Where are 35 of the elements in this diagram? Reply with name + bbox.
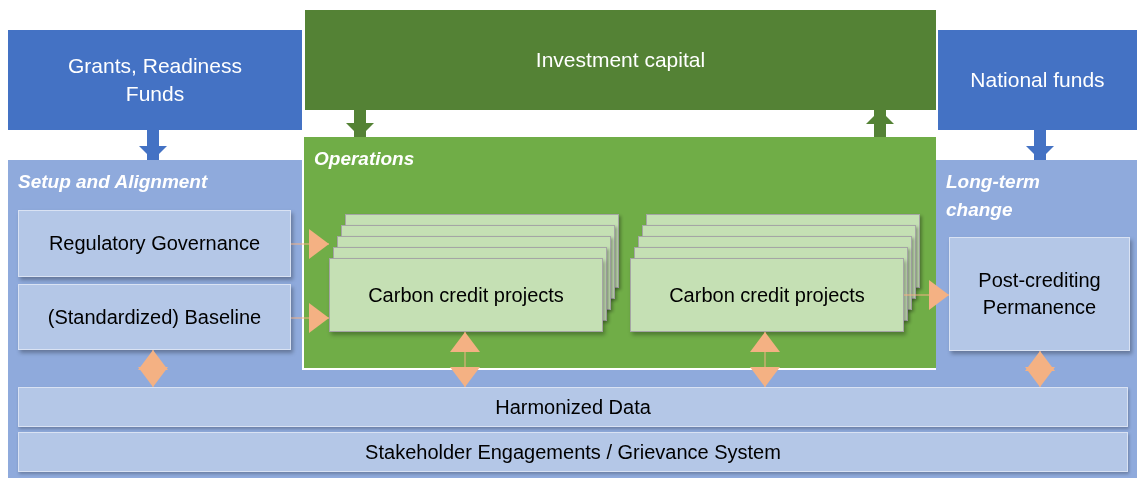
process-box — [949, 237, 1130, 351]
node-label: Regulatory Governance — [48, 231, 261, 256]
panel-title: Long-term change — [946, 170, 1041, 222]
arrow — [290, 229, 330, 259]
process-box — [18, 210, 291, 277]
arrow — [290, 303, 330, 333]
panel-title: Setup and Alignment — [18, 170, 208, 194]
funding-box — [938, 30, 1137, 130]
node-label: Stakeholder Engagements / Grievance System — [365, 439, 781, 465]
layer-bar — [18, 432, 1128, 472]
project-card — [329, 258, 603, 332]
arrow — [139, 130, 167, 160]
node-label: Investment capital — [535, 46, 706, 73]
arrow — [750, 331, 780, 388]
panel-title: Operations — [314, 147, 415, 171]
operations-panel — [304, 137, 936, 368]
funding-box — [8, 30, 302, 130]
node-label: National funds — [970, 66, 1105, 93]
process-box — [18, 284, 291, 350]
node-label: Grants, Readiness Funds — [67, 52, 243, 107]
arrow — [1026, 130, 1054, 160]
arrow — [346, 110, 374, 137]
arrow — [138, 349, 168, 388]
layer-bar — [18, 387, 1128, 427]
project-card — [630, 258, 904, 332]
arrow — [903, 280, 950, 310]
node-label: Post-crediting Permanence — [977, 268, 1102, 320]
node-label: Carbon credit projects — [368, 282, 564, 308]
capital-box — [305, 10, 936, 110]
arrow — [866, 110, 894, 137]
node-label: (Standardized) Baseline — [47, 304, 262, 330]
arrow — [1025, 350, 1055, 388]
node-label: Carbon credit projects — [669, 282, 865, 308]
node-label: Harmonized Data — [495, 394, 651, 420]
arrow — [450, 331, 480, 388]
